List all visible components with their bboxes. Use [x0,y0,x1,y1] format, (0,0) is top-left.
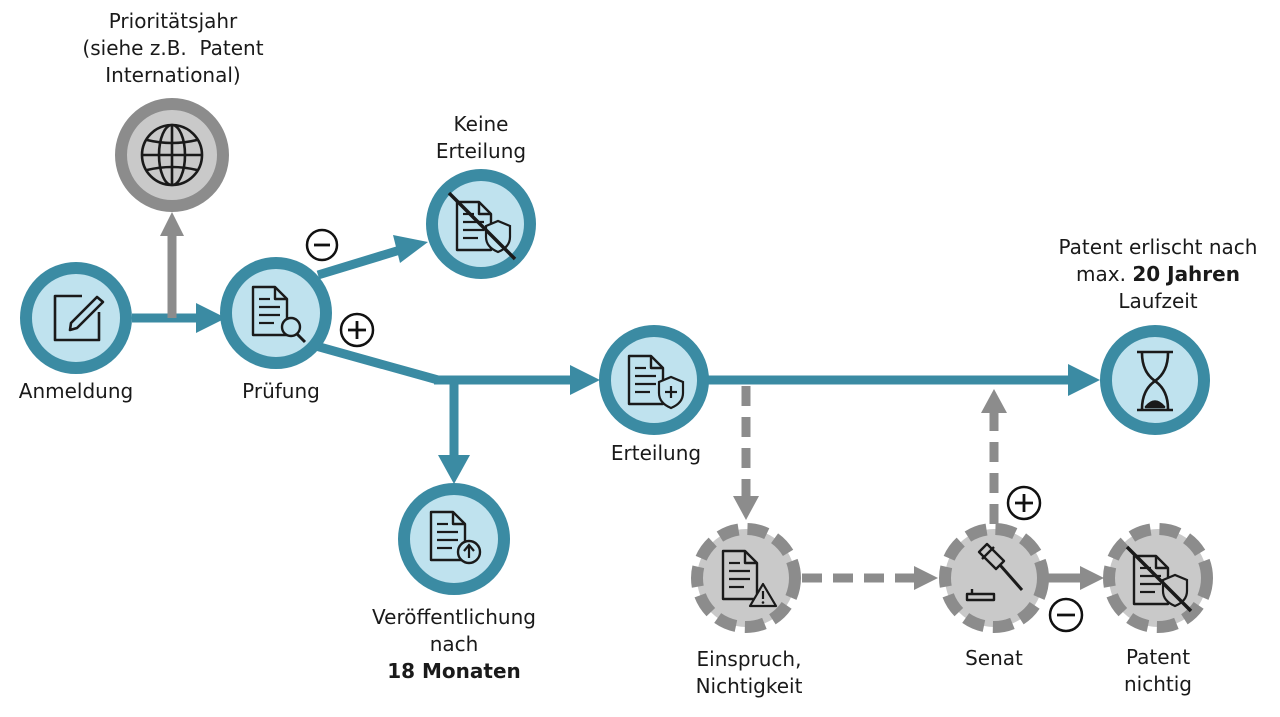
arrowhead-void [1080,566,1104,590]
label-expiry: Patent erlischt nach max. 20 Jahren Lauf… [1040,234,1276,315]
label-no-grant: Keine Erteilung [421,111,541,165]
arrowhead-opposition [733,496,759,520]
globe-icon [142,125,202,185]
node-void [1109,529,1207,627]
minus-marker-senate [1050,599,1082,631]
plus-marker-senate [1008,487,1040,519]
arrowhead-no-grant [393,235,428,263]
plus-marker-examination [341,314,373,346]
label-senate: Senat [944,645,1044,672]
label-opposition: Einspruch, Nichtigkeit [676,646,822,700]
node-grant [605,331,703,429]
arrowhead-expiry [1068,364,1100,396]
node-no-grant [432,175,530,273]
node-senate [945,529,1043,627]
node-publication [404,489,504,589]
label-void: Patent nichtig [1100,644,1216,698]
node-examination [226,263,326,363]
node-expiry [1106,331,1204,429]
arrowhead-senate-up [981,389,1007,413]
arrowhead-priority [160,212,184,236]
arrowhead-grant [570,365,600,395]
arrowhead-senate [914,566,938,590]
node-priority [121,104,223,206]
node-opposition [697,529,795,627]
arrow-examination-to-grant-1 [316,346,438,380]
label-filing: Anmeldung [6,378,146,405]
label-examination: Prüfung [216,378,346,405]
label-grant: Erteilung [590,440,722,467]
label-priority: Prioritätsjahr (siehe z.B. Patent Intern… [57,8,289,89]
label-publication: Veröffentlichung nach 18 Monaten [344,604,564,685]
node-filing [26,268,126,368]
minus-marker-examination [307,230,337,260]
arrowhead-publication [438,455,470,484]
